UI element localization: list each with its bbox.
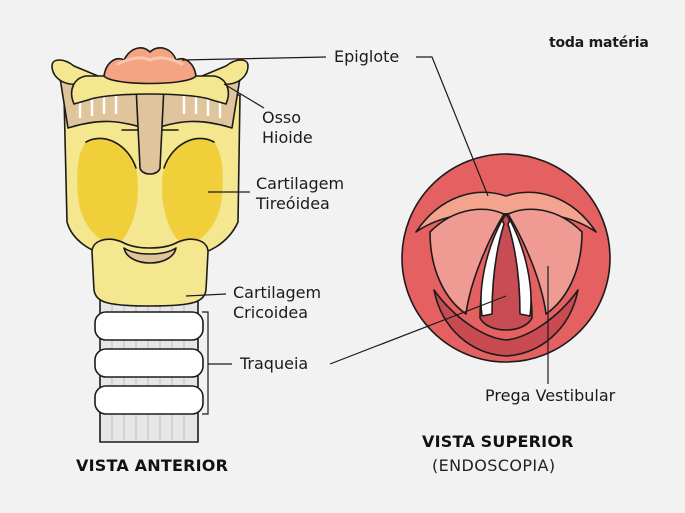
thyroid-lamina-left bbox=[77, 138, 138, 246]
heading-vista-superior: VISTA SUPERIOR bbox=[422, 432, 574, 451]
leader-cricoidea bbox=[185, 293, 227, 297]
label-cartilagem-cricoidea: Cartilagem Cricoidea bbox=[233, 283, 321, 323]
label-traqueia: Traqueia bbox=[240, 354, 309, 373]
label-prega-vestibular: Prega Vestibular bbox=[485, 386, 616, 405]
vocal-fold-right bbox=[507, 219, 532, 317]
label-osso-hioide: Osso Hioide bbox=[262, 108, 313, 148]
label-cricoidea-line2: Cricoidea bbox=[233, 303, 309, 322]
leader-osso bbox=[223, 83, 265, 109]
leader-traqueia-right bbox=[329, 295, 507, 365]
label-epiglote: Epiglote bbox=[334, 47, 400, 66]
leader-epiglote-right bbox=[416, 56, 489, 197]
superior-larynx-illustration bbox=[401, 153, 611, 363]
anterior-larynx-illustration bbox=[51, 47, 249, 443]
label-osso-line1: Osso bbox=[262, 108, 302, 127]
heading-vista-anterior: VISTA ANTERIOR bbox=[76, 456, 229, 475]
leader-epiglote-left bbox=[181, 56, 327, 61]
label-cricoidea-line1: Cartilagem bbox=[233, 283, 322, 302]
brand-logo: toda matéria bbox=[549, 35, 649, 51]
label-tireoidea-line2: Tireóidea bbox=[256, 194, 330, 213]
tracheal-ring bbox=[94, 385, 204, 415]
label-osso-line2: Hioide bbox=[262, 128, 313, 147]
tracheal-ring bbox=[94, 311, 204, 341]
thyroid-lamina-right bbox=[162, 138, 223, 246]
epiglottis-tip bbox=[103, 47, 197, 85]
label-tireoidea-line1: Cartilagem bbox=[256, 174, 345, 193]
tracheal-ring bbox=[94, 348, 204, 378]
aryepiglottic-fold-right bbox=[507, 208, 583, 315]
cricoid-cartilage bbox=[91, 238, 209, 307]
cricothyroid-space bbox=[123, 247, 177, 264]
vocal-fold-left bbox=[480, 219, 505, 317]
subheading-endoscopia: (ENDOSCOPIA) bbox=[432, 456, 556, 475]
leader-lines bbox=[181, 56, 549, 415]
trachea-bracket bbox=[202, 311, 209, 415]
arytenoid-area bbox=[433, 289, 579, 357]
label-cartilagem-tireoidea: Cartilagem Tireóidea bbox=[256, 174, 344, 214]
aryepiglottic-fold-left bbox=[429, 208, 505, 315]
epiglottis-stalk bbox=[135, 85, 165, 175]
